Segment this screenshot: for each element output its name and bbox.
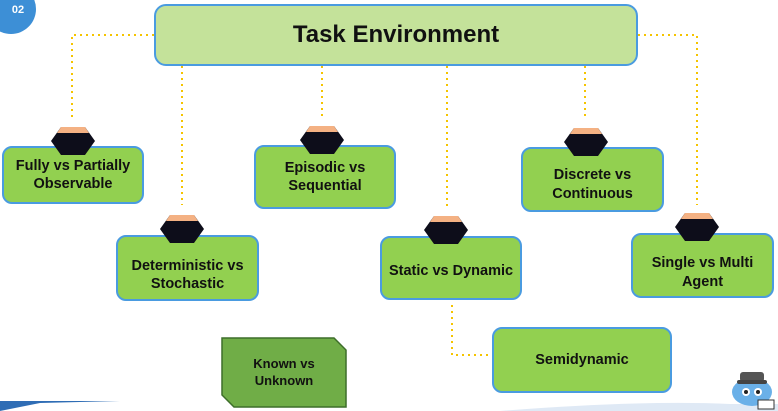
- hexagon-icon: [160, 215, 204, 243]
- hexagon-icon: [675, 213, 719, 241]
- node-semidynamic: Semidynamic: [492, 327, 672, 393]
- connector-fully: [71, 34, 154, 118]
- node-static-dynamic: Static vs Dynamic: [380, 236, 522, 300]
- node-known-unknown: Known vs Unknown: [221, 337, 347, 408]
- node-label: Single vs Multi Agent: [651, 255, 754, 290]
- hexagon-icon: [300, 126, 344, 154]
- diagram-title: Task Environment: [292, 21, 500, 48]
- node-label: Deterministic vs Stochastic: [131, 257, 244, 292]
- connector-semidynamic: [451, 305, 492, 356]
- hexagon-icon: [564, 128, 608, 156]
- node-label: Episodic vs Sequential: [284, 159, 366, 194]
- node-label: Discrete vs Continuous: [552, 167, 633, 202]
- node-discrete-continuous: Discrete vs Continuous: [521, 147, 664, 212]
- node-label: Static vs Dynamic: [388, 262, 514, 279]
- hexagon-icon: [51, 127, 95, 155]
- title-box: Task Environment: [154, 4, 638, 66]
- node-label: Semidynamic: [535, 351, 629, 368]
- node-label: Known vs Unknown: [253, 356, 315, 388]
- slide-number: 02: [11, 4, 25, 16]
- node-label: Fully vs Partially Observable: [15, 157, 131, 192]
- hexagon-icon: [424, 216, 468, 244]
- known-unknown-shape: [221, 337, 347, 408]
- bottom-decoration-band: [0, 401, 778, 411]
- robot-mascot-icon: [732, 372, 775, 410]
- slide-number-badge: 02: [0, 0, 36, 34]
- connector-single: [638, 34, 698, 205]
- node-episodic-sequential: Episodic vs Sequential: [254, 145, 396, 209]
